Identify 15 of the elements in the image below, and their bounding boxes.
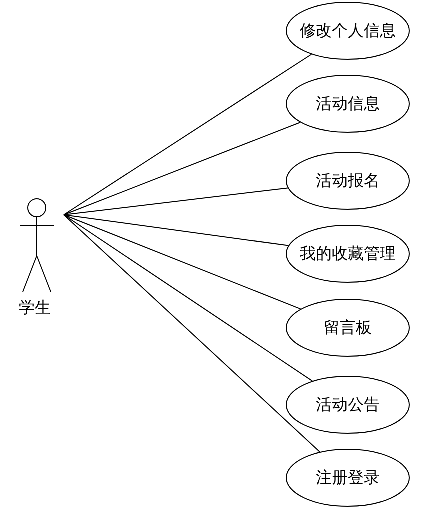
association-line — [64, 122, 301, 216]
actor-label: 学生 — [19, 298, 51, 319]
association-line — [64, 188, 288, 216]
association-line — [64, 214, 289, 246]
use-case-label: 活动公告 — [316, 394, 380, 416]
association-line — [64, 214, 302, 310]
association-line — [64, 214, 320, 453]
use-case-label: 我的收藏管理 — [300, 244, 396, 264]
use-case-label: 修改个人信息 — [300, 20, 396, 42]
use-case-label: 留言板 — [324, 318, 372, 338]
use-case-label: 注册登录 — [316, 468, 380, 488]
association-line — [64, 54, 312, 216]
use-case-label: 活动信息 — [316, 94, 380, 114]
use-case-label: 活动报名 — [316, 170, 380, 192]
association-line — [64, 214, 313, 382]
